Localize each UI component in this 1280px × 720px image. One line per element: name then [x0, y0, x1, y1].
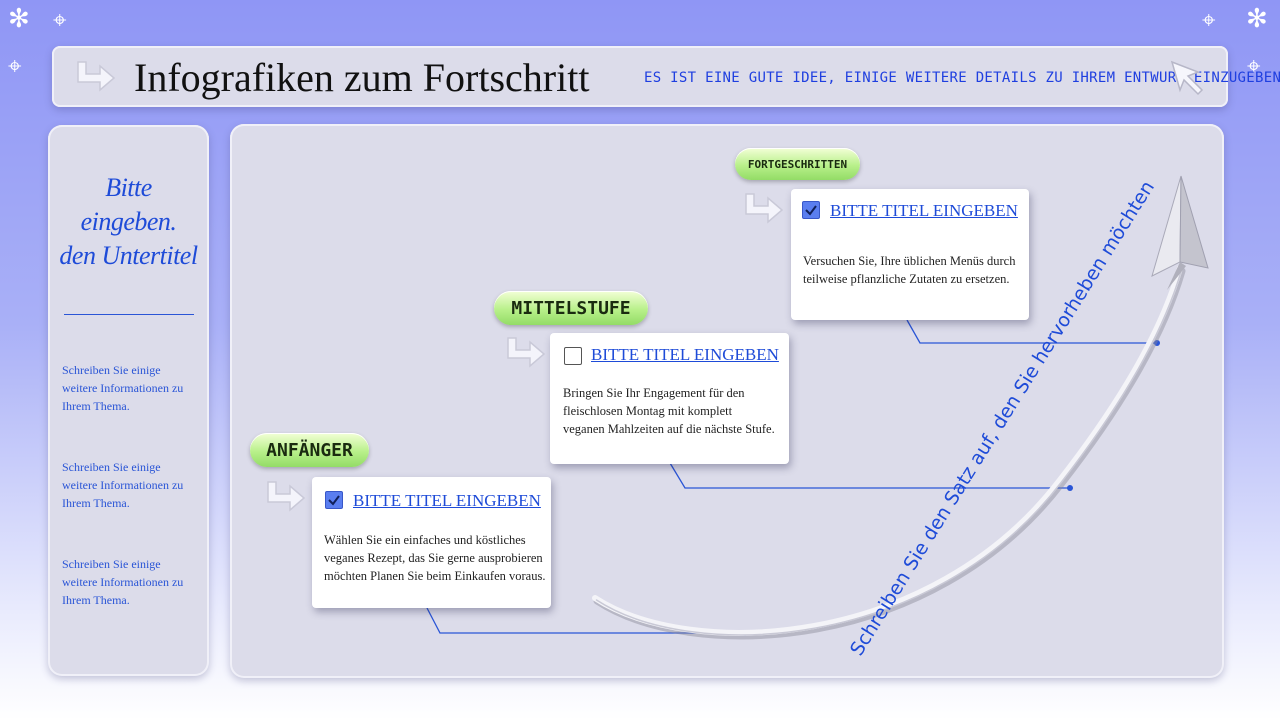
sparkle-icon: ✻ [8, 4, 30, 34]
note-line: Schreiben Sie einige [62, 557, 161, 571]
progress-curve [592, 265, 1183, 636]
checkbox-empty-icon[interactable] [564, 347, 582, 365]
stage-level-badge: MITTELSTUFE [494, 291, 648, 325]
sidebar: Bitte eingeben. den Untertitel Schreiben… [48, 125, 209, 676]
stage-title: BITTE TITEL EINGEBEN [830, 201, 1018, 220]
description-line: fleischlosen Montag mit komplett [563, 404, 733, 418]
connector-dot [1154, 340, 1160, 346]
note-line: Ihrem Thema. [62, 593, 130, 607]
crosshair-icon: ⌖ [1247, 52, 1261, 80]
stage-level-badge: FORTGESCHRITTEN [735, 148, 860, 180]
stage-description: Versuchen Sie, Ihre üblichen Menüs durch… [803, 252, 1025, 288]
note-line: Ihrem Thema. [62, 496, 130, 510]
checkbox-checked-icon[interactable] [325, 491, 343, 509]
connector-line [669, 462, 1070, 489]
crosshair-icon: ⌖ [53, 6, 67, 34]
description-line: Versuchen Sie, Ihre üblichen Menüs durch [803, 254, 1016, 268]
sidebar-note: Schreiben Sie einige weitere Information… [62, 361, 202, 415]
stage-card: BITTE TITEL EINGEBEN Bringen Sie Ihr Eng… [550, 333, 789, 464]
stage-title: BITTE TITEL EINGEBEN [591, 345, 779, 364]
note-line: weitere Informationen zu [62, 381, 184, 395]
stage-level-badge: ANFÄNGER [250, 433, 369, 467]
subtitle-line: den Untertitel [59, 241, 198, 270]
stage-description: Wählen Sie ein einfaches und köstliches … [324, 531, 546, 585]
description-line: Bringen Sie Ihr Engagement für den [563, 386, 745, 400]
subtitle: Bitte eingeben. den Untertitel [48, 171, 209, 273]
note-line: Schreiben Sie einige [62, 363, 161, 377]
connector-line [906, 319, 1157, 344]
stage-card: BITTE TITEL EINGEBEN Wählen Sie ein einf… [312, 477, 551, 608]
header-hint: ES IST EINE GUTE IDEE, EINIGE WEITERE DE… [644, 70, 1280, 86]
description-line: veganes Rezept, das Sie gerne ausprobier… [324, 551, 543, 565]
connector-line [426, 607, 745, 634]
sidebar-divider [64, 314, 194, 315]
paper-plane-icon [1151, 175, 1209, 290]
cursor-arrow-icon [1170, 60, 1204, 96]
connector-dot [1067, 485, 1073, 491]
description-line: veganen Mahlzeiten auf die nächste Stufe… [563, 422, 775, 436]
sidebar-note: Schreiben Sie einige weitere Information… [62, 458, 202, 512]
sidebar-note: Schreiben Sie einige weitere Information… [62, 555, 202, 609]
note-line: weitere Informationen zu [62, 575, 184, 589]
crosshair-icon: ⌖ [1202, 6, 1216, 34]
description-line: möchten Planen Sie beim Einkaufen voraus… [324, 569, 546, 583]
stage-description: Bringen Sie Ihr Engagement für den fleis… [563, 384, 785, 438]
arrow-right-icon [507, 337, 546, 368]
checkbox-checked-icon[interactable] [802, 201, 820, 219]
note-line: Ihrem Thema. [62, 399, 130, 413]
arrow-right-icon [745, 193, 784, 224]
stage-card: BITTE TITEL EINGEBEN Versuchen Sie, Ihre… [791, 189, 1029, 320]
description-line: Wählen Sie ein einfaches und köstliches [324, 533, 526, 547]
subtitle-line: eingeben. [80, 207, 177, 236]
note-line: Schreiben Sie einige [62, 460, 161, 474]
arrow-right-icon [77, 61, 116, 92]
note-line: weitere Informationen zu [62, 478, 184, 492]
crosshair-icon: ⌖ [8, 52, 22, 80]
sparkle-icon: ✻ [1246, 4, 1268, 34]
arrow-right-icon [267, 481, 306, 512]
subtitle-line: Bitte [105, 173, 152, 202]
page-title: Infografiken zum Fortschritt [134, 55, 590, 100]
stage-title: BITTE TITEL EINGEBEN [353, 491, 541, 510]
header-bar: Infografiken zum Fortschritt ES IST EINE… [52, 46, 1280, 107]
description-line: teilweise pflanzliche Zutaten zu ersetze… [803, 272, 1010, 286]
